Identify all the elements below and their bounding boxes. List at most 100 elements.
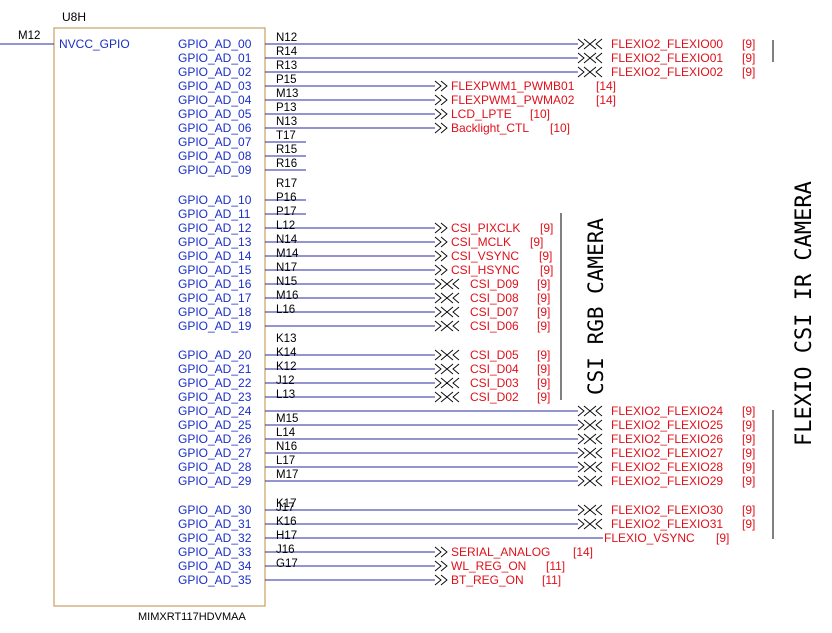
pin-name: GPIO_AD_32	[178, 531, 252, 545]
offpage-connector-icon	[434, 560, 448, 572]
pin-name: GPIO_AD_09	[178, 163, 252, 177]
net-label: FLEXIO2_FLEXIO28	[611, 460, 723, 474]
pin-name: GPIO_AD_23	[178, 390, 252, 404]
pin-name: GPIO_AD_00	[178, 37, 252, 51]
net-label: CSI_D03	[470, 376, 519, 390]
pin-name: GPIO_AD_17	[178, 291, 252, 305]
offpage-connector-icon	[434, 236, 448, 248]
pin-name: GPIO_AD_19	[178, 319, 252, 333]
net-label: FLEXIO2_FLEXIO00	[611, 37, 723, 51]
offpage-connector-icon	[434, 108, 448, 120]
pin-ball: T17	[276, 130, 296, 142]
offpage-connector-icon	[434, 222, 448, 234]
sheet-ref: [9]	[742, 418, 755, 432]
offpage-connector-icon	[434, 574, 448, 586]
net-label: FLEXIO_VSYNC	[604, 531, 695, 545]
offpage-connector-icon	[577, 518, 603, 530]
net-label: CSI_HSYNC	[451, 263, 520, 277]
pin-name: GPIO_AD_03	[178, 79, 252, 93]
pin-name: GPIO_AD_07	[178, 135, 252, 149]
net-label: CSI_D07	[470, 305, 519, 319]
sheet-ref: [9]	[537, 319, 550, 333]
offpage-connector-icon	[434, 278, 460, 290]
pin-ball: J17	[276, 502, 295, 514]
pin-name: GPIO_AD_06	[178, 121, 252, 135]
pin-name: GPIO_AD_27	[178, 446, 252, 460]
net-label: FLEXIO2_FLEXIO26	[611, 432, 723, 446]
pin-name: GPIO_AD_31	[178, 517, 252, 531]
pin-ball: L16	[276, 304, 295, 316]
net-label: CSI_D08	[470, 291, 519, 305]
sheet-ref: [9]	[742, 51, 755, 65]
pin-ball: R17	[276, 178, 297, 190]
pin-name: GPIO_AD_11	[178, 207, 251, 221]
pin-row: GPIO_AD_11 P16	[178, 192, 306, 221]
offpage-connector-icon	[577, 38, 603, 50]
net-label: Backlight_CTL	[451, 121, 529, 135]
pin-name: GPIO_AD_24	[178, 404, 252, 418]
pin-ball: K13	[276, 333, 296, 345]
sheet-ref: [14]	[573, 545, 593, 559]
offpage-connector-icon	[577, 504, 603, 516]
pin-name: GPIO_AD_21	[178, 362, 252, 376]
ir-camera-label: FLEXIO CSI IR CAMERA	[792, 181, 817, 446]
pin-ball: P15	[276, 74, 296, 86]
pin-name: GPIO_AD_10	[178, 193, 252, 207]
pin-ball: J16	[276, 544, 295, 556]
pin-name: GPIO_AD_14	[178, 249, 252, 263]
net-label: FLEXIO2_FLEXIO24	[611, 404, 723, 418]
sheet-ref: [9]	[742, 517, 755, 531]
net-label: FLEXIO2_FLEXIO01	[611, 51, 723, 65]
pin-ball: M15	[276, 413, 298, 425]
sheet-ref: [9]	[742, 404, 755, 418]
net-label: WL_REG_ON	[451, 559, 526, 573]
offpage-connector-icon	[577, 433, 603, 445]
pin-name: GPIO_AD_02	[178, 65, 252, 79]
offpage-connector-icon	[434, 363, 460, 375]
sheet-ref: [9]	[537, 362, 550, 376]
pin-name: GPIO_AD_12	[178, 221, 252, 235]
pin-ball: K14	[276, 347, 297, 359]
pin-ball: P16	[276, 192, 296, 204]
sheet-ref: [9]	[537, 348, 550, 362]
pin-row: GPIO_AD_10 R17	[178, 178, 306, 207]
sheet-ref: [9]	[537, 277, 550, 291]
pin-ball: L14	[276, 427, 296, 439]
offpage-connector-icon	[434, 122, 448, 134]
pin-name: GPIO_AD_22	[178, 376, 252, 390]
offpage-connector-icon	[577, 66, 603, 78]
sheet-ref: [9]	[530, 235, 543, 249]
pin-name: GPIO_AD_13	[178, 235, 252, 249]
sheet-ref: [9]	[540, 221, 553, 235]
net-label: CSI_PIXCLK	[451, 221, 520, 235]
offpage-connector-icon	[434, 377, 460, 389]
pin-name: GPIO_AD_29	[178, 474, 252, 488]
net-label: FLEXIO2_FLEXIO31	[611, 517, 723, 531]
ic-part-number: MIMXRT117HDVMAA	[138, 611, 246, 623]
pin-ball: K16	[276, 516, 296, 528]
pin-ball: G17	[276, 558, 298, 570]
offpage-connector-icon	[434, 250, 448, 262]
pin-ball: J12	[276, 375, 295, 387]
net-label: FLEXIO2_FLEXIO29	[611, 474, 723, 488]
offpage-connector-icon	[434, 292, 460, 304]
offpage-connector-icon	[577, 475, 603, 487]
sheet-ref: [14]	[596, 93, 616, 107]
